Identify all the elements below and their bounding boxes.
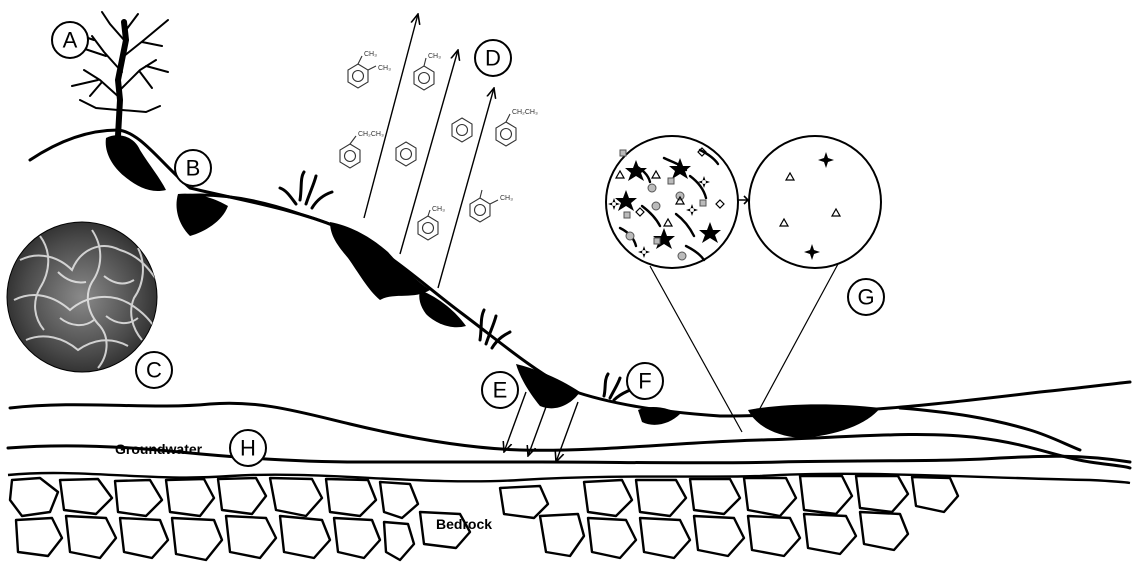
bedrock-label: Bedrock: [436, 516, 492, 532]
molecule-6: CH₂CH₃: [496, 109, 538, 146]
ethyl-label-2: CH₂CH₃: [512, 109, 538, 116]
methyl-label-5: CH₃: [500, 195, 513, 202]
label-a-text: A: [63, 28, 78, 53]
groundwater-layer: Groundwater: [8, 403, 1130, 468]
label-c: C: [136, 352, 172, 388]
label-d: D: [475, 40, 511, 76]
methyl-label-3: CH₃: [428, 53, 441, 60]
label-e: E: [482, 372, 518, 408]
molecule-4: [396, 142, 416, 166]
label-a: A: [52, 22, 88, 58]
label-b: B: [175, 150, 211, 186]
molecule-5: [452, 118, 472, 142]
label-h: H: [230, 430, 266, 466]
label-c-text: C: [146, 358, 162, 383]
contaminant-particles: [606, 136, 748, 268]
label-g: G: [848, 279, 884, 315]
molecule-3: CH₂CH₃: [340, 131, 384, 168]
label-d-text: D: [485, 46, 501, 71]
label-f-text: F: [638, 369, 651, 394]
molecule-8: CH₃: [470, 190, 513, 222]
label-e-text: E: [493, 378, 508, 403]
methyl-label-4: CH₃: [432, 206, 445, 213]
methyl-label-1: CH₃: [364, 51, 377, 58]
ethyl-label-1: CH₂CH₃: [358, 131, 384, 138]
molecule-7: CH₃: [418, 206, 445, 240]
methyl-label-2: CH₃: [378, 65, 391, 72]
label-g-text: G: [857, 285, 874, 310]
groundwater-label: Groundwater: [115, 441, 203, 457]
soil-micrograph: [7, 222, 160, 372]
label-b-text: B: [186, 156, 201, 181]
label-h-text: H: [240, 436, 256, 461]
molecule-2: CH₃: [414, 53, 441, 90]
bedrock-layer: Bedrock: [8, 473, 1130, 560]
label-f: F: [627, 363, 663, 399]
